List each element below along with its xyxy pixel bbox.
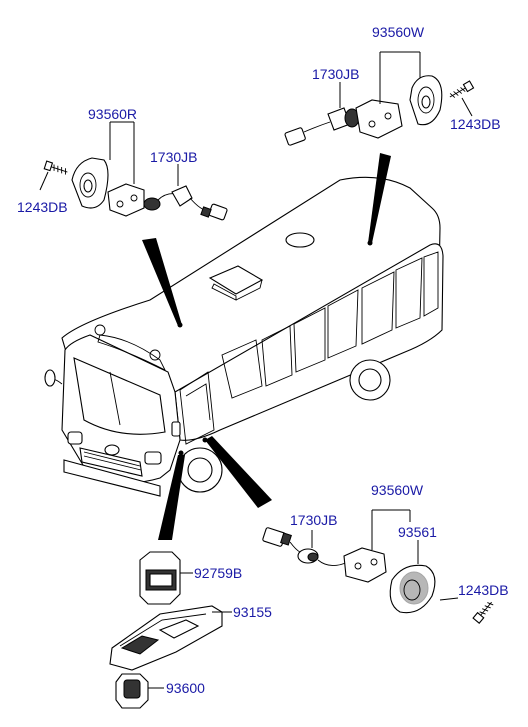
- rear-lamp-pointer: [368, 153, 391, 243]
- switch-pointer: [158, 455, 185, 540]
- callout-1243db-rear[interactable]: 1243DB: [450, 116, 501, 132]
- callout-93560w-door[interactable]: 93560W: [371, 482, 424, 498]
- callout-1243db-front[interactable]: 1243DB: [17, 199, 68, 215]
- rear-housing-leader: [379, 51, 421, 104]
- switch-parts: [109, 551, 223, 709]
- callout-92759b[interactable]: 92759B: [194, 565, 243, 581]
- rear-lamp-parts: [284, 75, 475, 146]
- callout-1243db-door[interactable]: 1243DB: [458, 582, 509, 598]
- callout-1730jb-rear[interactable]: 1730JB: [312, 66, 360, 82]
- door-housing-leader: [371, 509, 411, 550]
- rear-screw-leader: [461, 97, 473, 117]
- callout-1730jb-front[interactable]: 1730JB: [150, 149, 198, 165]
- callout-1730jb-door[interactable]: 1730JB: [290, 512, 338, 528]
- callout-93560w-rear[interactable]: 93560W: [372, 24, 425, 40]
- callout-93561[interactable]: 93561: [398, 524, 437, 540]
- front-housing-leader: [109, 121, 135, 184]
- door-lamp-parts: [262, 527, 494, 624]
- door-screw-leader: [439, 597, 459, 601]
- bus-illustration: [44, 176, 444, 497]
- callout-93155[interactable]: 93155: [233, 604, 272, 620]
- front-lamp-parts: [43, 157, 228, 221]
- callout-93600[interactable]: 93600: [166, 680, 205, 696]
- door-lamp-pointer: [205, 436, 272, 508]
- front-screw-leader: [39, 171, 49, 191]
- callout-93560r[interactable]: 93560R: [88, 106, 138, 122]
- front-lamp-pointer: [142, 238, 182, 326]
